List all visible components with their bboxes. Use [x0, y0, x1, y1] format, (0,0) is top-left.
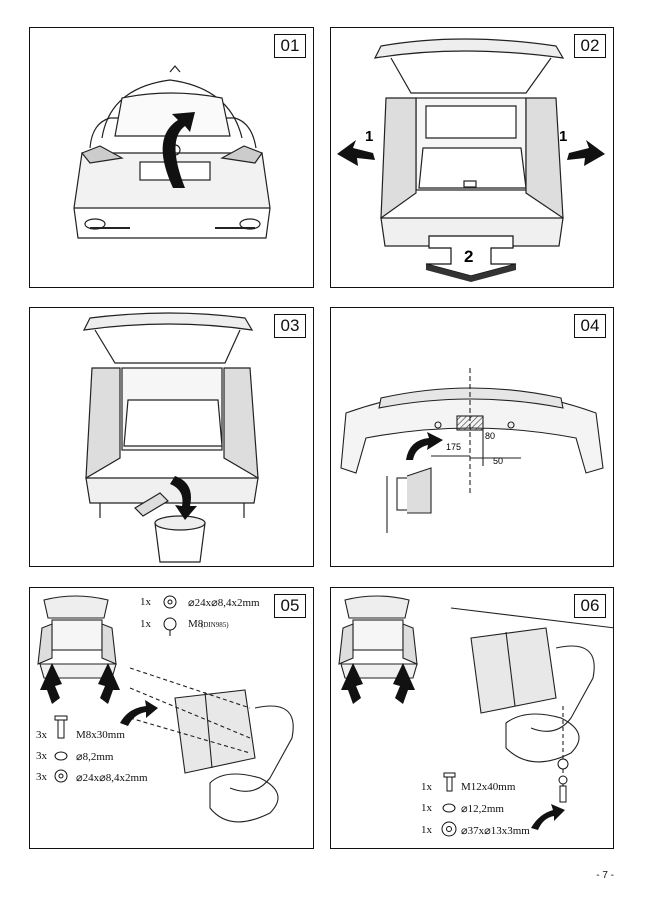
part-desc: ⌀12,2mm: [461, 803, 504, 815]
car-rear-illustration: [73, 65, 271, 239]
step-panel-02: 1 1 2 02: [330, 27, 614, 288]
part-qty: 1x: [421, 781, 432, 793]
part-qty: 3x: [36, 771, 47, 783]
dim-80: 80: [485, 431, 495, 441]
part-qty: 1x: [421, 802, 432, 814]
part-qty: 1x: [140, 618, 151, 630]
car-bumper-removal-illustration: [82, 312, 259, 563]
step-panel-05: 1x ⌀24x⌀8,4x2mm 1x M8 (DIN985) 3x M8x30m…: [29, 587, 314, 849]
step-panel-04: 175 80 50 04: [330, 307, 614, 567]
callout-2: 2: [464, 247, 473, 266]
part-desc: ⌀24x⌀8,4x2mm: [188, 597, 260, 609]
step-panel-06: 1x M12x40mm 1x ⌀12,2mm 1x ⌀37x⌀13x3mm 06: [330, 587, 614, 849]
step-number: 05: [274, 594, 306, 618]
step-panel-01: 01: [29, 27, 314, 288]
part-desc: M8: [188, 618, 204, 630]
dim-50: 50: [493, 456, 503, 466]
part-qty: 1x: [140, 596, 151, 608]
step-number: 03: [274, 314, 306, 338]
step-number: 02: [574, 34, 606, 58]
part-desc: M12x40mm: [461, 781, 516, 793]
car-open-tailgate-illustration: 1 1 2: [337, 38, 605, 282]
part-desc: ⌀37x⌀13x3mm: [461, 825, 530, 837]
part-qty: 3x: [36, 729, 47, 741]
tow-ball-mount-illustration: [338, 595, 613, 837]
callout-1-left: 1: [365, 128, 373, 145]
step-number: 01: [274, 34, 306, 58]
mounting-bracket-illustration: [37, 595, 294, 823]
part-desc: ⌀24x⌀8,4x2mm: [76, 772, 148, 784]
part-sub: (DIN985): [201, 621, 229, 629]
step-panel-03: 03: [29, 307, 314, 567]
step-number: 06: [574, 594, 606, 618]
dim-175: 175: [446, 442, 461, 452]
part-desc: M8x30mm: [76, 729, 125, 741]
part-desc: ⌀8,2mm: [76, 751, 114, 763]
bumper-drilling-diagram: 175 80 50: [340, 368, 604, 533]
part-qty: 3x: [36, 750, 47, 762]
part-qty: 1x: [421, 824, 432, 836]
step-number: 04: [574, 314, 606, 338]
page-number: - 7 -: [596, 870, 614, 881]
callout-1-right: 1: [559, 128, 567, 145]
